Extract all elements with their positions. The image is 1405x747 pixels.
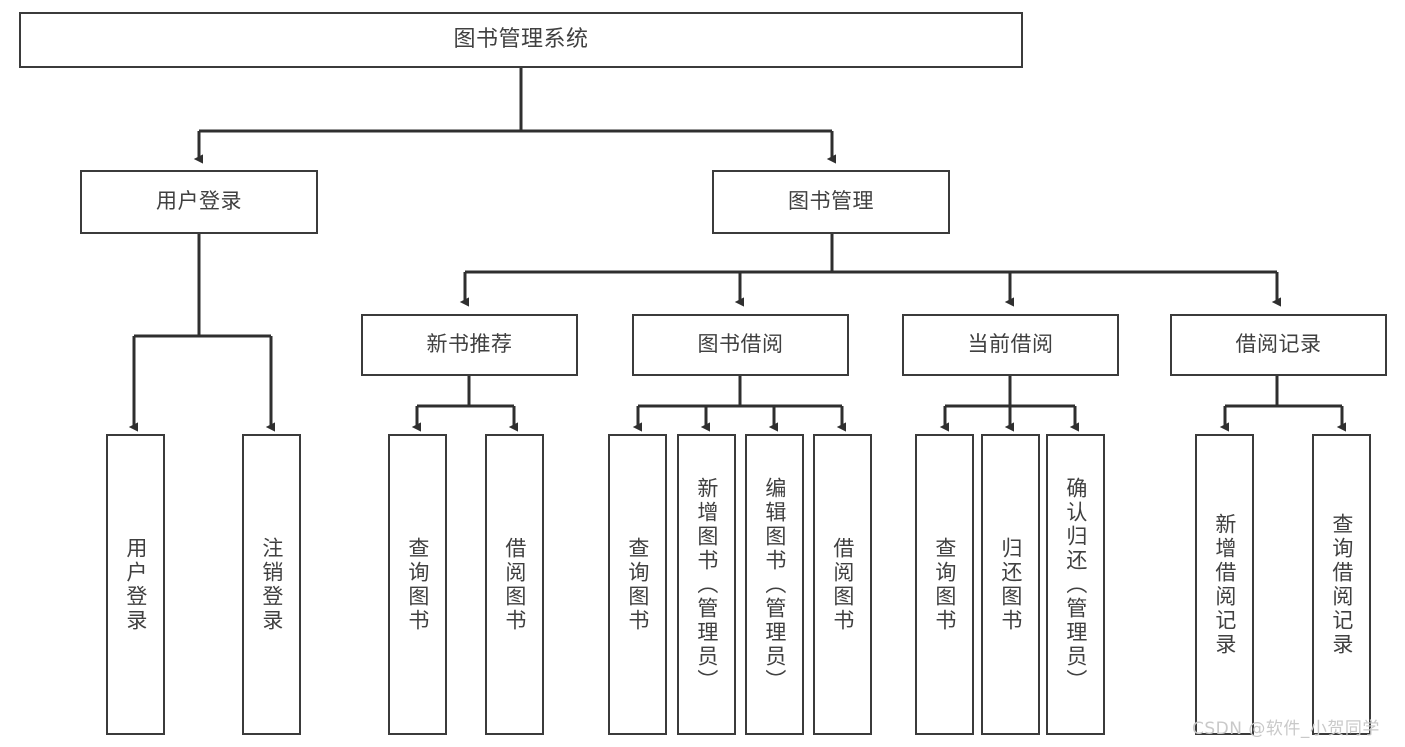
node-leaf-query-book-recommend[interactable]: 查询图书	[388, 434, 447, 735]
node-leaf-add-borrow-record[interactable]: 新增借阅记录	[1195, 434, 1254, 735]
node-book-borrow[interactable]: 图书借阅	[632, 314, 849, 376]
node-label: 编辑图书（管理员）	[762, 476, 787, 693]
node-label: 新增借阅记录	[1212, 512, 1237, 657]
node-leaf-query-borrow-record[interactable]: 查询借阅记录	[1312, 434, 1371, 735]
node-label: 注销登录	[259, 536, 284, 633]
node-label: 图书管理系统	[453, 26, 589, 52]
node-leaf-return-book[interactable]: 归还图书	[981, 434, 1040, 735]
node-label: 借阅图书	[830, 536, 855, 633]
node-current-borrow[interactable]: 当前借阅	[902, 314, 1119, 376]
node-label: 用户登录	[123, 536, 148, 633]
node-label: 用户登录	[156, 189, 242, 214]
node-new-book-recommend[interactable]: 新书推荐	[361, 314, 578, 376]
node-leaf-query-book-current[interactable]: 查询图书	[915, 434, 974, 735]
node-label: 借阅记录	[1235, 332, 1322, 357]
node-label: 图书借阅	[697, 332, 784, 357]
node-label: 新书推荐	[426, 332, 513, 357]
node-label: 查询借阅记录	[1329, 512, 1354, 657]
csdn-watermark: CSDN @软件_小贺同学	[1192, 719, 1380, 739]
node-root-library-system[interactable]: 图书管理系统	[19, 12, 1023, 68]
node-borrow-record[interactable]: 借阅记录	[1170, 314, 1387, 376]
node-leaf-borrow-book-recommend[interactable]: 借阅图书	[485, 434, 544, 735]
node-user-login[interactable]: 用户登录	[80, 170, 318, 234]
node-leaf-confirm-return-admin[interactable]: 确认归还（管理员）	[1046, 434, 1105, 735]
node-leaf-query-book-borrow[interactable]: 查询图书	[608, 434, 667, 735]
node-label: 查询图书	[932, 536, 957, 633]
node-leaf-borrow-book[interactable]: 借阅图书	[813, 434, 872, 735]
node-book-management[interactable]: 图书管理	[712, 170, 950, 234]
node-leaf-edit-book-admin[interactable]: 编辑图书（管理员）	[745, 434, 804, 735]
node-label: 查询图书	[405, 536, 430, 633]
node-label: 借阅图书	[502, 536, 527, 633]
node-leaf-add-book-admin[interactable]: 新增图书（管理员）	[677, 434, 736, 735]
node-leaf-logout-login[interactable]: 注销登录	[242, 434, 301, 735]
node-label: 归还图书	[998, 536, 1023, 633]
node-label: 当前借阅	[967, 332, 1054, 357]
node-label: 查询图书	[625, 536, 650, 633]
node-label: 图书管理	[788, 189, 874, 214]
node-label: 确认归还（管理员）	[1063, 476, 1088, 693]
node-leaf-user-login[interactable]: 用户登录	[106, 434, 165, 735]
node-label: 新增图书（管理员）	[694, 476, 719, 693]
